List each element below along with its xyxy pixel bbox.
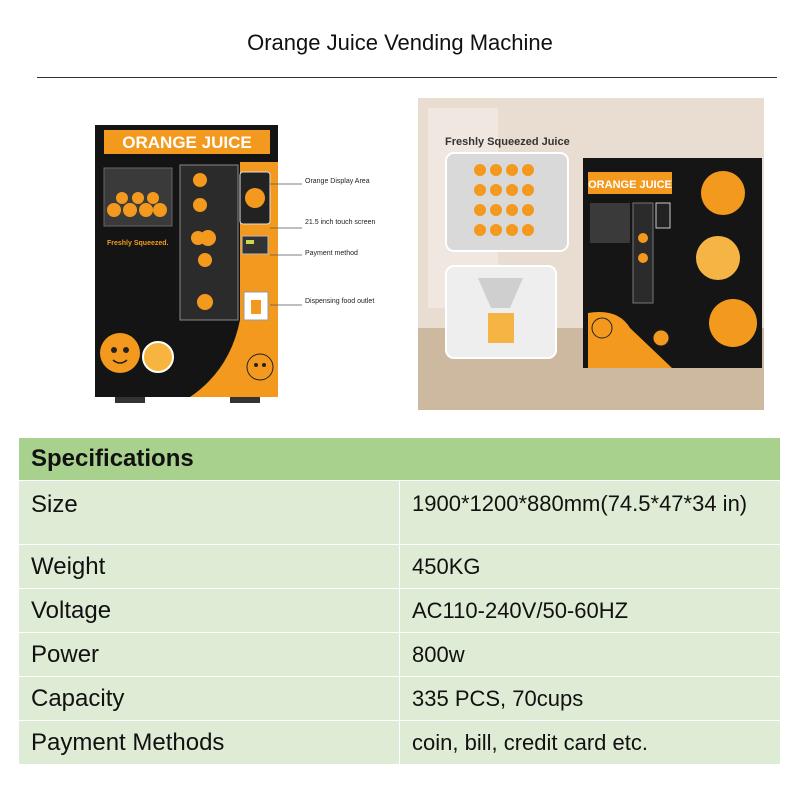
- spec-label: Voltage: [18, 588, 400, 633]
- page-title: Orange Juice Vending Machine: [247, 30, 553, 55]
- spec-value: coin, bill, credit card etc.: [399, 720, 781, 765]
- spec-value: 800w: [399, 632, 781, 677]
- table-row: Capacity 335 PCS, 70cups: [18, 676, 781, 721]
- table-row: Voltage AC110-240V/50-60HZ: [18, 588, 781, 633]
- dispensing-outlet: [243, 291, 269, 321]
- title-divider: [37, 77, 777, 78]
- photo-brand-banner: ORANGE JUICE: [588, 179, 672, 191]
- table-row: Payment Methods coin, bill, credit card …: [18, 720, 781, 765]
- side-orange-2: [709, 299, 757, 347]
- orange-mascot-left: [100, 333, 140, 373]
- callout-payment: Payment method: [305, 250, 358, 257]
- brand-banner-bg: [104, 130, 270, 154]
- inset-juicer: [445, 265, 557, 359]
- screen-orange: [245, 188, 265, 208]
- table-row: Power 800w: [18, 632, 781, 677]
- machine-diagram: ORANGE JUICE Freshly Squeezed.: [90, 110, 400, 410]
- spec-label: Weight: [18, 544, 400, 589]
- spec-label: Payment Methods: [18, 720, 400, 765]
- photo-banner-bg: [588, 172, 672, 194]
- brand-banner: ORANGE JUICE: [122, 133, 251, 152]
- spec-label: Capacity: [18, 676, 400, 721]
- orange-slice: [142, 341, 174, 373]
- orange-mascot-right: [246, 353, 274, 381]
- machine-photo: ORANGE JUICE Freshly Squeezed Juice: [418, 98, 764, 410]
- oranges-column: [191, 173, 216, 310]
- side-orange-1: [701, 171, 745, 215]
- spec-label: Power: [18, 632, 400, 677]
- payment-panel: [241, 235, 269, 255]
- inset-oranges: [474, 164, 534, 236]
- callout-lines: [270, 183, 302, 306]
- spec-value: 335 PCS, 70cups: [399, 676, 781, 721]
- photo-screen: [655, 202, 671, 229]
- spec-label: Size: [18, 480, 400, 545]
- callout-touch-screen: 21.5 inch touch screen: [305, 219, 376, 226]
- oranges-left: [107, 192, 167, 217]
- spec-value: AC110-240V/50-60HZ: [399, 588, 781, 633]
- table-header-row: Specifications: [18, 437, 781, 481]
- side-text: Freshly Squeezed.: [107, 240, 169, 247]
- juice-cup: [488, 313, 514, 343]
- table-header: Specifications: [18, 437, 781, 481]
- table-row: Size 1900*1200*880mm(74.5*47*34 in): [18, 480, 781, 545]
- juicer-funnel: [478, 278, 523, 308]
- callout-display-area: Orange Display Area: [305, 178, 370, 185]
- spec-value: 450KG: [399, 544, 781, 589]
- callout-outlet: Dispensing food outlet: [305, 298, 375, 305]
- side-juice: [696, 236, 740, 280]
- photo-mascot: [591, 317, 613, 339]
- table-row: Weight 450KG: [18, 544, 781, 589]
- specifications-table: Specifications Size 1900*1200*880mm(74.5…: [18, 437, 781, 765]
- photo-display: [590, 203, 630, 243]
- spec-value: 1900*1200*880mm(74.5*47*34 in): [399, 480, 781, 545]
- photo-caption: Freshly Squeezed Juice: [445, 136, 570, 148]
